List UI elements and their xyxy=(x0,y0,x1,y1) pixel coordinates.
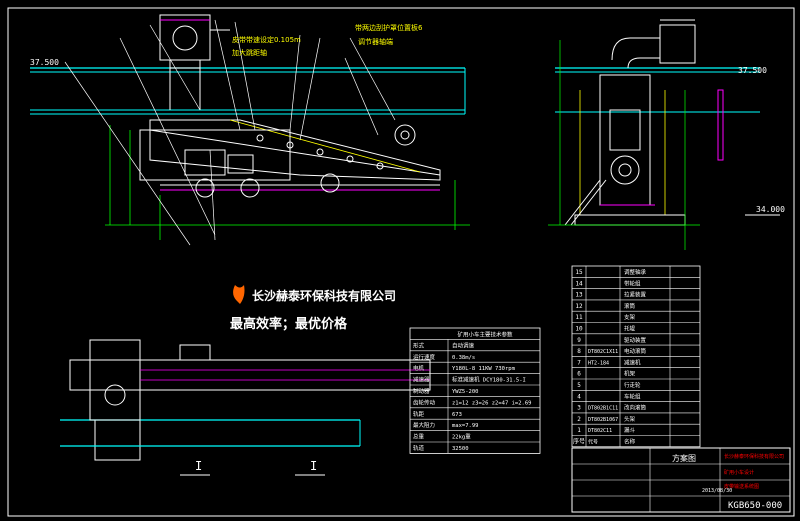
spec-value: 自动调速 xyxy=(452,341,475,349)
parts-row-name: 拉紧装置 xyxy=(624,291,647,299)
spec-label: 齿轮传动 xyxy=(413,398,436,406)
parts-row-num: 13 xyxy=(575,292,583,299)
spec-value: 0.38m/s xyxy=(452,355,475,361)
spec-label: 形式 xyxy=(413,341,425,349)
title-block: 方案图 长沙赫泰环保科技有限公司 矿用小车设计 皮带输送系统图 2013/08/… xyxy=(571,447,791,513)
parts-row-num: 6 xyxy=(577,371,581,378)
elevation-right-top: 37.500 xyxy=(738,66,767,75)
parts-row-code: DT802B1067 xyxy=(588,417,618,423)
watermark-slogan: 最高效率；最优价格 xyxy=(230,316,348,332)
parts-row-name: 电动滚筒 xyxy=(624,347,647,355)
spec-label: 运行速度 xyxy=(413,353,436,361)
parts-row-code: HT2-184 xyxy=(588,360,609,366)
parts-row-num: 7 xyxy=(577,359,581,366)
drawing-number: KGB650-000 xyxy=(728,501,782,511)
spec-value: max=7.99 xyxy=(452,423,479,429)
drawing-name: 方案图 xyxy=(672,453,696,463)
parts-row-num: 11 xyxy=(575,314,583,321)
drawing-border xyxy=(7,7,795,517)
side-elevation-view: 皮带带速设定0.105m 加大跳距轴 带两边刮护罩位置板6 调节器轴端 37.5… xyxy=(30,14,470,246)
spec-value: Y180L-8 11KW 730rpm xyxy=(452,366,516,372)
parts-row-num: 15 xyxy=(575,269,583,276)
spec-label: 最大阻力 xyxy=(413,421,435,429)
parts-row-num: 14 xyxy=(575,280,583,287)
parts-row-name: 改向滚筒 xyxy=(624,404,647,412)
company-line-1: 长沙赫泰环保科技有限公司 xyxy=(724,453,784,460)
parts-row-num: 10 xyxy=(575,326,583,333)
parts-row-name: 机架 xyxy=(624,370,636,378)
parts-row-code: DT802C11 xyxy=(588,428,612,434)
annotation-3: 带两边刮护罩位置板6 xyxy=(355,23,423,32)
spec-table-title: 矿用小车主要技术参数 xyxy=(457,331,513,339)
spec-value: YWZ5-200 xyxy=(452,389,479,395)
parts-row-name: 漏斗 xyxy=(624,426,636,434)
spec-label: 轨道 xyxy=(413,444,425,452)
elevation-right-bottom: 34.000 xyxy=(756,205,785,214)
spec-value: 673 xyxy=(452,412,462,418)
parts-row-num: 3 xyxy=(577,405,581,412)
spec-label: 电机 xyxy=(413,364,425,372)
parts-header-num: 序号 xyxy=(573,438,585,446)
parts-header-name: 名称 xyxy=(624,438,636,446)
parts-row-num: 2 xyxy=(577,416,581,423)
parts-row-num: 8 xyxy=(577,348,581,355)
company-watermark: 长沙赫泰环保科技有限公司 最高效率；最优价格 xyxy=(230,285,396,332)
flame-logo-icon xyxy=(233,285,245,304)
parts-row-num: 4 xyxy=(577,393,581,400)
elevation-left-top: 37.500 xyxy=(30,58,59,67)
spec-value: 22kg重 xyxy=(452,433,471,441)
parts-row-name: 减速机 xyxy=(624,358,641,366)
parts-row-code: DT802C1X11 xyxy=(588,349,618,355)
parts-row-name: 行走轮 xyxy=(624,381,641,389)
parts-row-name: 托辊 xyxy=(624,325,636,333)
parts-row-name: 车轮组 xyxy=(624,392,641,400)
parts-row-num: 5 xyxy=(577,382,581,389)
parts-row-name: 滚筒 xyxy=(624,302,636,310)
spec-label: 减速器 xyxy=(413,376,430,384)
annotation-4: 调节器轴端 xyxy=(358,37,393,46)
spec-label: 总重 xyxy=(413,433,425,441)
spec-value: z1=12 z3=26 z2=47 i=2.69 xyxy=(452,400,531,406)
scale-date: 2013/08/30 xyxy=(702,488,732,494)
parts-row-num: 9 xyxy=(577,337,581,344)
company-line-3: 皮带输送系统图 xyxy=(724,483,759,490)
parts-row-name: 调整轴承 xyxy=(624,268,647,276)
company-line-2: 矿用小车设计 xyxy=(724,469,754,476)
parts-row-num: 12 xyxy=(575,303,583,310)
spec-label: 轨距 xyxy=(413,410,425,418)
parts-row-name: 带轮组 xyxy=(624,279,641,287)
spec-value: 32500 xyxy=(452,446,469,452)
parts-row-num: 1 xyxy=(577,427,581,434)
annotation-2: 加大跳距轴 xyxy=(232,48,267,57)
parts-row-code: DT802B1C11 xyxy=(588,406,618,412)
svg-text:I: I xyxy=(195,459,202,473)
plan-view: I I xyxy=(60,339,431,476)
spec-value: 标准减速机 DCY180-31.5-I xyxy=(452,376,526,384)
watermark-company: 长沙赫泰环保科技有限公司 xyxy=(252,288,396,303)
spec-label: 制动器 xyxy=(413,387,430,395)
parts-row-name: 驱动装置 xyxy=(624,336,647,344)
parts-header-code: 代号 xyxy=(588,439,598,446)
parts-row-name: 头架 xyxy=(624,415,636,423)
parts-row-name: 支架 xyxy=(624,313,636,321)
svg-text:I: I xyxy=(310,459,317,473)
end-section-view: 37.500 34.000 xyxy=(548,19,785,250)
annotation-1: 皮带带速设定0.105m xyxy=(232,35,301,44)
